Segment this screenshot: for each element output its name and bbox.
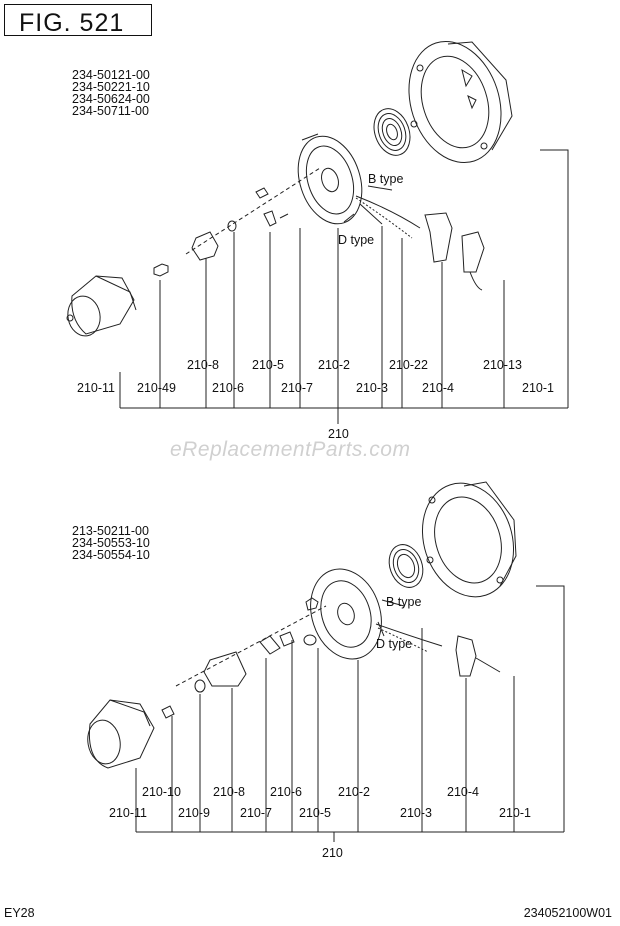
b-type-label: B type (386, 595, 421, 609)
spiral-spring-part (388, 544, 424, 588)
part-label: 210-11 (109, 806, 147, 820)
model-number: 234-50221-10 (72, 80, 150, 94)
part-label: 210-3 (400, 806, 432, 820)
part-label: 210-7 (240, 806, 272, 820)
footer-model: EY28 (4, 906, 35, 920)
starter-rope-handle-part (355, 195, 485, 291)
part-label: 210-6 (212, 381, 244, 395)
starter-cover-part (421, 481, 517, 598)
starter-rope-handle-part (375, 623, 501, 677)
ratchet-small-parts (161, 597, 319, 719)
part-label: 210-22 (389, 358, 428, 372)
model-list-bottom: 213-50211-00 234-50553-10 234-50554-10 (72, 524, 150, 562)
part-label: 210-2 (338, 785, 370, 799)
model-number: 234-50711-00 (72, 104, 149, 118)
part-label: 210-10 (142, 785, 181, 799)
part-label: 210-13 (483, 358, 522, 372)
starter-cover-part (408, 40, 513, 164)
part-label: 210-9 (178, 806, 210, 820)
d-type-label: D type (376, 637, 412, 651)
model-number: 234-50553-10 (72, 536, 150, 550)
part-label: 210-3 (356, 381, 388, 395)
model-number: 234-50624-00 (72, 92, 150, 106)
d-type-label: D type (338, 233, 374, 247)
b-type-label: B type (368, 172, 403, 186)
part-label: 210-1 (522, 381, 554, 395)
part-label: 210-6 (270, 785, 302, 799)
part-label: 210-11 (77, 381, 115, 395)
rope-reel-part (297, 133, 363, 225)
ratchet-small-parts (153, 187, 289, 277)
rope-reel-part (310, 568, 382, 660)
part-label: 210-2 (318, 358, 350, 372)
assembly-axis (185, 167, 321, 255)
part-label: 210-5 (252, 358, 284, 372)
part-label: 210-49 (137, 381, 176, 395)
assembly-axis (175, 605, 327, 687)
model-number: 234-50554-10 (72, 548, 150, 562)
part-label: 210-8 (213, 785, 245, 799)
assembly-number: 210 (328, 427, 349, 441)
spiral-spring-part (373, 108, 411, 156)
starter-pulley-part (87, 699, 155, 769)
footer-code: 234052100W01 (523, 906, 612, 920)
part-label: 210-4 (422, 381, 454, 395)
part-label: 210-5 (299, 806, 331, 820)
figure-title: FIG. 521 (19, 9, 125, 37)
starter-pulley-part (66, 275, 137, 337)
watermark: eReplacementParts.com (170, 438, 411, 461)
part-label: 210-7 (281, 381, 313, 395)
figure-title-box: FIG. 521 (4, 4, 152, 37)
assembly-number: 210 (322, 846, 343, 860)
model-number: 213-50211-00 (72, 524, 149, 538)
part-label: 210-4 (447, 785, 479, 799)
model-number: 234-50121-00 (72, 68, 150, 82)
part-label: 210-1 (499, 806, 531, 820)
part-label: 210-8 (187, 358, 219, 372)
model-list-top: 234-50121-00 234-50221-10 234-50624-00 2… (72, 68, 150, 118)
